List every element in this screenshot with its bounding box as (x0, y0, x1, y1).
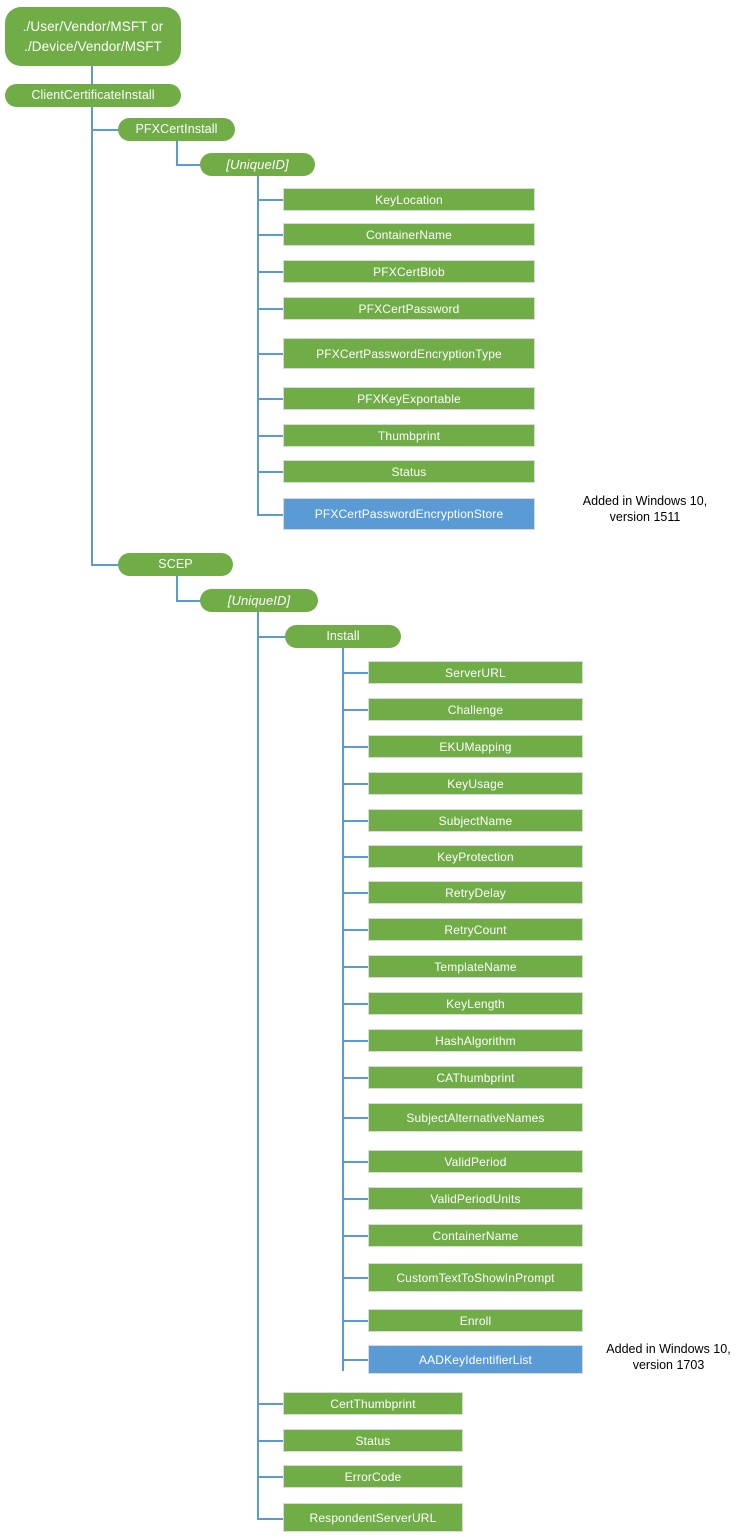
connector-install-spine (342, 648, 344, 1371)
connector-install-leaf-16 (342, 1277, 369, 1279)
connector-pfx-uniqueid-spine (257, 176, 259, 514)
node-status-scep[interactable]: Status (283, 1429, 463, 1452)
connector-scep-uid-leaf-1 (257, 1440, 284, 1442)
connector-pfxcertinstall-down (176, 141, 178, 164)
connector-level1-trunk (91, 107, 93, 565)
connector-install-leaf-9 (342, 1003, 369, 1005)
node-serverurl[interactable]: ServerURL (368, 661, 583, 684)
connector-pfx-leaf-3 (257, 308, 284, 310)
node-validperiod[interactable]: ValidPeriod (368, 1150, 583, 1173)
connector-install-leaf-7 (342, 929, 369, 931)
node-validperiodunits[interactable]: ValidPeriodUnits (368, 1187, 583, 1210)
node-ekumapping[interactable]: EKUMapping (368, 735, 583, 758)
connector-install-leaf-4 (342, 820, 369, 822)
connector-install-leaf-11 (342, 1077, 369, 1079)
node-customtexttoshowinprompt[interactable]: CustomTextToShowInPrompt (368, 1263, 583, 1292)
connector-pfx-leaf-6 (257, 435, 284, 437)
connector-install-leaf-6 (342, 892, 369, 894)
connector-pfx-leaf-4 (257, 353, 284, 355)
node-scep-uniqueid[interactable]: [UniqueID] (200, 589, 318, 612)
node-retrydelay[interactable]: RetryDelay (368, 881, 583, 904)
connector-pfx-leaf-1 (257, 234, 284, 236)
node-errorcode[interactable]: ErrorCode (283, 1465, 463, 1488)
node-containername-scep[interactable]: ContainerName (368, 1224, 583, 1247)
node-status-pfx[interactable]: Status (283, 460, 535, 483)
connector-install-leaf-2 (342, 746, 369, 748)
node-respondentserverurl[interactable]: RespondentServerURL (283, 1503, 463, 1532)
connector-install-leaf-0 (342, 672, 369, 674)
node-pfxcertpasswordencryptionstore[interactable]: PFXCertPasswordEncryptionStore (283, 498, 535, 530)
node-pfxcertpassword[interactable]: PFXCertPassword (283, 297, 535, 320)
connector-install-leaf-12 (342, 1117, 369, 1119)
connector-install-leaf-14 (342, 1198, 369, 1200)
connector-install-leaf-3 (342, 783, 369, 785)
node-subjectname[interactable]: SubjectName (368, 809, 583, 832)
connector-scep-uid-leaf-0 (257, 1403, 284, 1405)
node-hashalgorithm[interactable]: HashAlgorithm (368, 1029, 583, 1052)
node-clientcertificateinstall[interactable]: ClientCertificateInstall (5, 84, 181, 107)
connector-install-leaf-17 (342, 1320, 369, 1322)
connector-scep-uniqueid-spine (257, 612, 259, 1518)
connector-pfx-leaf-0 (257, 199, 284, 201)
node-retrycount[interactable]: RetryCount (368, 918, 583, 941)
connector-pfx-leaf-2 (257, 271, 284, 273)
node-challenge[interactable]: Challenge (368, 698, 583, 721)
node-pfxcertpasswordencryptiontype[interactable]: PFXCertPasswordEncryptionType (283, 338, 535, 369)
connector-pfx-leaf-8 (257, 514, 284, 516)
node-templatename[interactable]: TemplateName (368, 955, 583, 978)
connector-scep-down (176, 576, 178, 600)
node-keyusage[interactable]: KeyUsage (368, 772, 583, 795)
node-install[interactable]: Install (285, 625, 401, 648)
node-keylocation[interactable]: KeyLocation (283, 188, 535, 211)
connector-pfxcertinstall-to-uniqueid (176, 164, 204, 166)
node-pfxcertinstall-uniqueid[interactable]: [UniqueID] (200, 153, 315, 176)
connector-install-leaf-10 (342, 1040, 369, 1042)
node-pfxkeyexportable[interactable]: PFXKeyExportable (283, 387, 535, 410)
connector-pfx-leaf-7 (257, 471, 284, 473)
connector-install-leaf-8 (342, 966, 369, 968)
node-containername[interactable]: ContainerName (283, 223, 535, 246)
annotation-added-1511: Added in Windows 10, version 1511 (582, 494, 708, 524)
node-subjectalternativenames[interactable]: SubjectAlternativeNames (368, 1103, 583, 1132)
connector-root-to-clientcertificateinstall (91, 66, 93, 84)
node-certthumbprint[interactable]: CertThumbprint (283, 1392, 463, 1415)
node-pfxcertblob[interactable]: PFXCertBlob (283, 260, 535, 283)
node-keylength[interactable]: KeyLength (368, 992, 583, 1015)
connector-to-pfxcertinstall (91, 129, 120, 131)
annotation-added-1703: Added in Windows 10, version 1703 (606, 1342, 731, 1372)
node-aadkeyidentifierlist[interactable]: AADKeyIdentifierList (368, 1345, 583, 1374)
connector-install-leaf-18 (342, 1359, 369, 1361)
connector-install-leaf-13 (342, 1161, 369, 1163)
node-enroll[interactable]: Enroll (368, 1309, 583, 1332)
connector-pfx-leaf-5 (257, 398, 284, 400)
connector-scep-uid-leaf-2 (257, 1476, 284, 1478)
connector-scep-to-uniqueid (176, 600, 204, 602)
node-thumbprint[interactable]: Thumbprint (283, 424, 535, 447)
node-cathumbprint[interactable]: CAThumbprint (368, 1066, 583, 1089)
node-scep[interactable]: SCEP (118, 553, 233, 576)
node-keyprotection[interactable]: KeyProtection (368, 845, 583, 868)
connector-install-leaf-15 (342, 1235, 369, 1237)
connector-install-leaf-5 (342, 856, 369, 858)
connector-scep-uniqueid-to-install (257, 636, 286, 638)
node-root[interactable]: ./User/Vendor/MSFT or ./Device/Vendor/MS… (5, 7, 181, 66)
connector-install-leaf-1 (342, 709, 369, 711)
connector-scep-uid-leaf-3 (257, 1518, 284, 1520)
connector-to-scep (91, 564, 120, 566)
node-pfxcertinstall[interactable]: PFXCertInstall (118, 118, 235, 141)
